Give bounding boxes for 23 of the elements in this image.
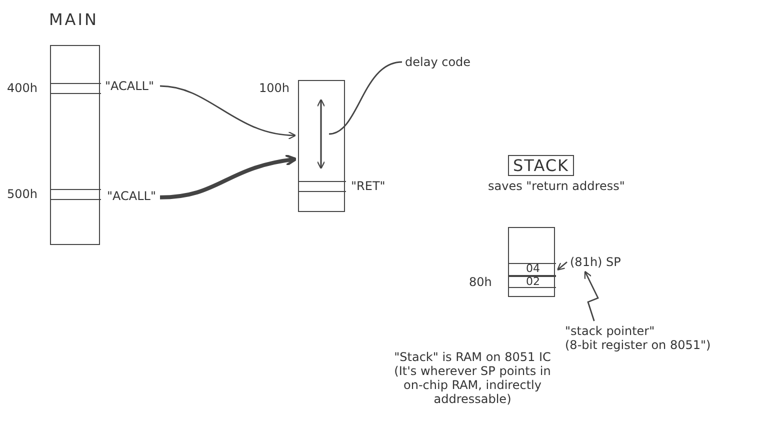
- code-text: delay code: [405, 55, 471, 69]
- memory-cell: [509, 263, 556, 276]
- code-text: (81h) SP: [570, 255, 621, 269]
- code-text: "ACALL": [105, 79, 154, 93]
- heading-box: STACK: [508, 155, 574, 176]
- cell-value: 04: [526, 262, 540, 275]
- arrow: [584, 270, 599, 322]
- subtitle-text: saves "return address": [488, 179, 625, 193]
- leader-line: [328, 61, 402, 135]
- arrow: [160, 154, 298, 200]
- address-label: 80h: [469, 275, 492, 289]
- code-text: "RET": [351, 179, 386, 193]
- cell-value: 02: [526, 275, 540, 288]
- column-heading: MAIN: [49, 10, 98, 29]
- address-label: 400h: [7, 81, 38, 95]
- arrow: [160, 85, 296, 140]
- arrow: [556, 261, 568, 270]
- note-text: "Stack" is RAM on 8051 IC (It's wherever SP points in on-chip RAM, indirectly addressable): [393, 350, 552, 406]
- pointer-name: "stack pointer": [565, 324, 655, 338]
- address-label: 100h: [259, 81, 290, 95]
- code-text: "ACALL": [107, 189, 156, 203]
- address-label: 500h: [7, 187, 38, 201]
- note-text: (8-bit register on 8051"): [565, 338, 711, 352]
